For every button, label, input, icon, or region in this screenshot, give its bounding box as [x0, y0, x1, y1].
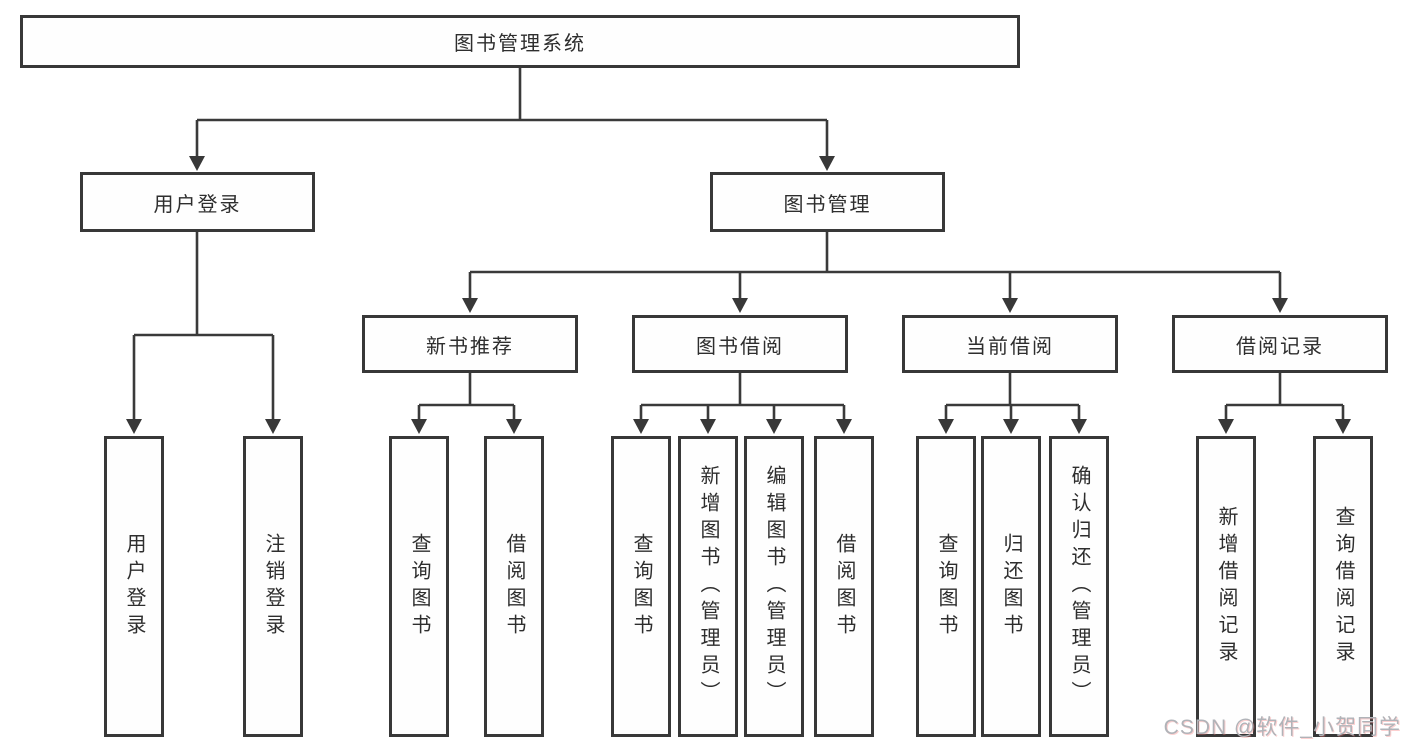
leaf-query-books-borrow: 查询图书: [611, 436, 671, 737]
node-label: 用户登录: [153, 193, 242, 216]
node-label: 图书借阅: [696, 335, 784, 358]
node-label: 查询借阅记录: [1332, 505, 1354, 668]
node-label: 借阅记录: [1236, 335, 1324, 358]
node-label: 归还图书: [1000, 532, 1022, 641]
node-book-management: 图书管理: [710, 172, 945, 232]
node-label: 确认归还（管理员）: [1068, 465, 1090, 708]
node-new-book-recommend: 新书推荐: [362, 315, 578, 373]
node-borrow-record: 借阅记录: [1172, 315, 1388, 373]
node-label: 借阅图书: [833, 532, 855, 641]
leaf-user-login: 用户登录: [104, 436, 164, 737]
csdn-watermark: CSDN @软件_小贺同学: [1163, 716, 1401, 739]
node-label: 新增图书（管理员）: [697, 465, 719, 708]
connector-new-book-recommend-to-leaves: [411, 373, 522, 434]
connector-user-login-to-leaves: [126, 232, 281, 434]
node-label: 新增借阅记录: [1215, 505, 1237, 668]
node-label: 编辑图书（管理员）: [763, 465, 785, 708]
node-label: 借阅图书: [503, 532, 525, 641]
connector-root-to-level2: [189, 67, 835, 171]
node-label: 新书推荐: [426, 335, 514, 358]
node-label: 查询图书: [630, 532, 652, 641]
leaf-add-borrow-record: 新增借阅记录: [1196, 436, 1256, 737]
leaf-edit-books-admin: 编辑图书（管理员）: [744, 436, 804, 737]
leaf-borrow-books-recommend: 借阅图书: [484, 436, 544, 737]
leaf-logout: 注销登录: [243, 436, 303, 737]
leaf-return-books: 归还图书: [981, 436, 1041, 737]
node-label: 当前借阅: [966, 335, 1054, 358]
leaf-borrow-books: 借阅图书: [814, 436, 874, 737]
node-label: 图书管理系统: [454, 33, 586, 55]
connector-book-management-to-level3: [462, 232, 1288, 313]
connector-current-borrow-to-leaves: [938, 373, 1087, 434]
leaf-query-books-current: 查询图书: [916, 436, 976, 737]
connector-book-borrow-to-leaves: [633, 373, 852, 434]
node-user-login: 用户登录: [80, 172, 315, 232]
connector-borrow-record-to-leaves: [1218, 373, 1351, 434]
leaf-query-books-recommend: 查询图书: [389, 436, 449, 737]
leaf-confirm-return-admin: 确认归还（管理员）: [1049, 436, 1109, 737]
node-label: 查询图书: [935, 532, 957, 641]
node-root-library-system: 图书管理系统: [20, 15, 1020, 68]
node-label: 注销登录: [262, 532, 284, 641]
node-label: 用户登录: [123, 532, 145, 641]
node-label: 查询图书: [408, 532, 430, 641]
node-current-borrow: 当前借阅: [902, 315, 1118, 373]
node-book-borrow: 图书借阅: [632, 315, 848, 373]
node-label: 图书管理: [783, 193, 872, 216]
leaf-query-borrow-record: 查询借阅记录: [1313, 436, 1373, 737]
leaf-add-books-admin: 新增图书（管理员）: [678, 436, 738, 737]
